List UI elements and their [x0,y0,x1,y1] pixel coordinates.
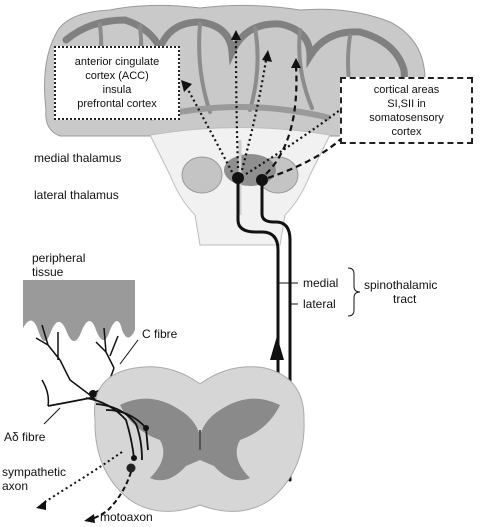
sympathetic-axon-path [41,451,123,505]
sympathetic-axon-label-1: sympathetic [2,465,67,479]
acc-line-1: anterior cingulate [74,56,160,68]
projection-dashed-sII [267,135,345,180]
projection-dotted-sI [245,109,341,175]
peripheral-tissue-shape [23,280,135,342]
acc-line-2: cortex (ACC) [85,70,149,82]
cortical-line-2: SI,SII in [387,97,426,110]
thalamus-section [149,127,331,246]
tract-medial-line [236,176,280,482]
tract-brace [347,267,361,317]
lateral-thalamus-label: lateral thalamus [34,188,119,202]
acc-insula-prefrontal-box: anterior cingulate cortex (ACC) insula p… [54,46,180,120]
acc-line-4: prefrontal cortex [77,98,157,110]
spinal-cord [94,366,305,512]
motoaxon-label: motoaxon [100,510,153,524]
spinothalamic-tract-label-2: tract [393,292,417,306]
left-thalamus [181,156,223,194]
lateral-thalamus-nucleus [256,174,268,186]
tract-arrowhead [270,336,284,360]
cortex-gray-matter [62,16,408,116]
projection-dotted-up-1 [234,37,240,169]
efferent-axons [41,451,132,520]
projection-arrowheads [181,30,301,92]
cortical-line-4: cortex [391,125,422,138]
acc-line-3: insula [102,84,132,96]
peripheral-tissue-label-2: tissue [32,265,64,279]
c-fibre-soma [89,390,97,398]
synapse-dot-1 [131,455,137,461]
synapse-dot-2 [143,425,149,431]
lateral-label: lateral [303,297,336,311]
a-delta-fibre-label: Aδ fibre [4,430,46,444]
c-fibre-label: C fibre [142,327,178,341]
cortical-line-1: cortical areas [373,83,440,96]
tract-lateral-line [260,178,292,482]
motoaxon-path [91,471,132,520]
label-leaders [43,267,361,425]
cortical-line-3: somatosensory [369,111,444,124]
leader-c-fibre [119,339,139,365]
projection-dashed-right [265,65,298,175]
motoaxon-arrowhead [84,514,95,523]
medial-label: medial [303,276,339,290]
sympathetic-axon-label-2: axon [2,479,29,493]
peripheral-tissue-label-1: peripheral [32,251,86,265]
cortical-projections [185,37,345,180]
leader-a-delta [43,407,61,425]
medial-thalamus-nucleus [232,172,244,184]
motoneuron-soma [126,463,136,473]
sympathetic-arrowhead [36,500,46,510]
spinothalamic-tract-label-1: spinothalamic [364,278,438,292]
cortical-areas-box: cortical areas SI,SII in somatosensory c… [340,77,473,144]
projection-dotted-up-2 [240,59,268,171]
medial-thalamus-label: medial thalamus [34,151,122,165]
